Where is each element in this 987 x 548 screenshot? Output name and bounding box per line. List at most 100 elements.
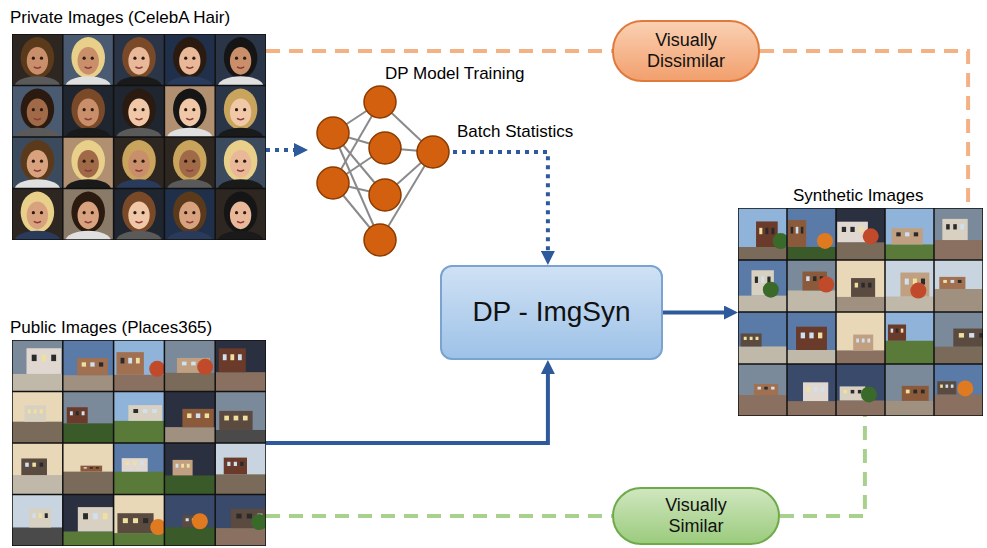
window <box>230 354 234 360</box>
face <box>128 47 149 75</box>
window <box>946 224 950 229</box>
window <box>32 355 37 361</box>
window <box>851 390 855 394</box>
eye <box>32 57 35 60</box>
ground <box>787 290 836 312</box>
mouth <box>135 221 142 222</box>
window <box>33 513 36 518</box>
building <box>182 409 213 427</box>
building <box>219 411 252 430</box>
window <box>191 362 196 366</box>
window <box>121 358 125 364</box>
eye <box>133 57 136 60</box>
ground <box>114 533 165 546</box>
photo-background <box>885 364 934 416</box>
building <box>796 327 827 350</box>
photo-background <box>885 260 934 312</box>
image-grid: Public Images (Places365) <box>10 316 268 548</box>
ground <box>164 527 215 546</box>
window <box>143 518 148 523</box>
window <box>921 390 925 394</box>
face <box>78 201 99 229</box>
window <box>891 329 894 333</box>
eye <box>184 160 187 163</box>
window <box>868 283 871 288</box>
mouth <box>34 118 41 119</box>
mouth <box>85 118 92 119</box>
eye <box>40 160 43 163</box>
grid-line <box>12 85 266 87</box>
ground <box>114 472 165 495</box>
building <box>122 458 148 472</box>
ground <box>63 472 114 495</box>
ground <box>12 422 63 443</box>
window <box>906 390 910 394</box>
building <box>29 509 51 528</box>
eye <box>192 57 195 60</box>
ground <box>215 430 266 443</box>
grid-line <box>12 188 266 190</box>
neuron <box>364 86 396 118</box>
tree <box>817 233 833 249</box>
ground <box>885 244 934 260</box>
photo-background <box>215 340 266 392</box>
face <box>128 98 149 126</box>
tree <box>818 276 834 292</box>
window <box>856 339 859 343</box>
eye <box>243 211 246 214</box>
window <box>128 358 132 364</box>
face <box>128 201 149 229</box>
ground <box>934 289 983 312</box>
photo-thumbnail <box>215 495 266 547</box>
photo-background <box>836 364 885 416</box>
ground <box>12 374 63 392</box>
ground <box>215 474 266 494</box>
window <box>99 362 103 366</box>
comparison-pill: Visually Similar <box>612 487 780 545</box>
connector <box>266 368 548 443</box>
building <box>788 220 806 247</box>
eye <box>40 211 43 214</box>
mouth <box>34 170 41 171</box>
ground <box>164 475 215 494</box>
window <box>855 283 858 288</box>
window <box>45 513 48 518</box>
face <box>128 150 149 178</box>
photo-background <box>114 340 165 392</box>
face <box>230 201 251 229</box>
window <box>759 228 762 234</box>
tree <box>197 359 213 375</box>
building <box>80 466 102 472</box>
window <box>765 228 768 234</box>
model-label: DP Model Training <box>385 64 525 84</box>
photo-thumbnail <box>215 340 266 392</box>
image-grid: Synthetic Images <box>736 184 986 418</box>
photo-thumbnail <box>164 340 215 392</box>
window <box>40 409 43 413</box>
window <box>76 411 79 415</box>
window <box>842 227 846 232</box>
window <box>133 462 137 465</box>
mouth <box>135 118 142 119</box>
eye <box>40 108 43 111</box>
photo-thumbnail <box>12 443 63 495</box>
face <box>179 150 200 178</box>
window <box>28 409 31 413</box>
photo-background <box>12 443 63 495</box>
window <box>771 228 774 234</box>
window <box>82 411 85 415</box>
eye <box>83 108 86 111</box>
window <box>945 385 948 388</box>
neuron <box>369 179 401 211</box>
photo-thumbnail <box>215 443 266 495</box>
photo-thumbnail <box>787 260 836 312</box>
photo-thumbnail <box>836 208 885 260</box>
photo-thumbnail <box>738 208 789 260</box>
mouth <box>34 221 41 222</box>
window <box>771 387 774 390</box>
window <box>152 409 157 413</box>
photo-background <box>836 312 885 364</box>
photo-background <box>787 208 836 260</box>
photo-thumbnail <box>12 392 63 444</box>
hair <box>122 37 156 78</box>
